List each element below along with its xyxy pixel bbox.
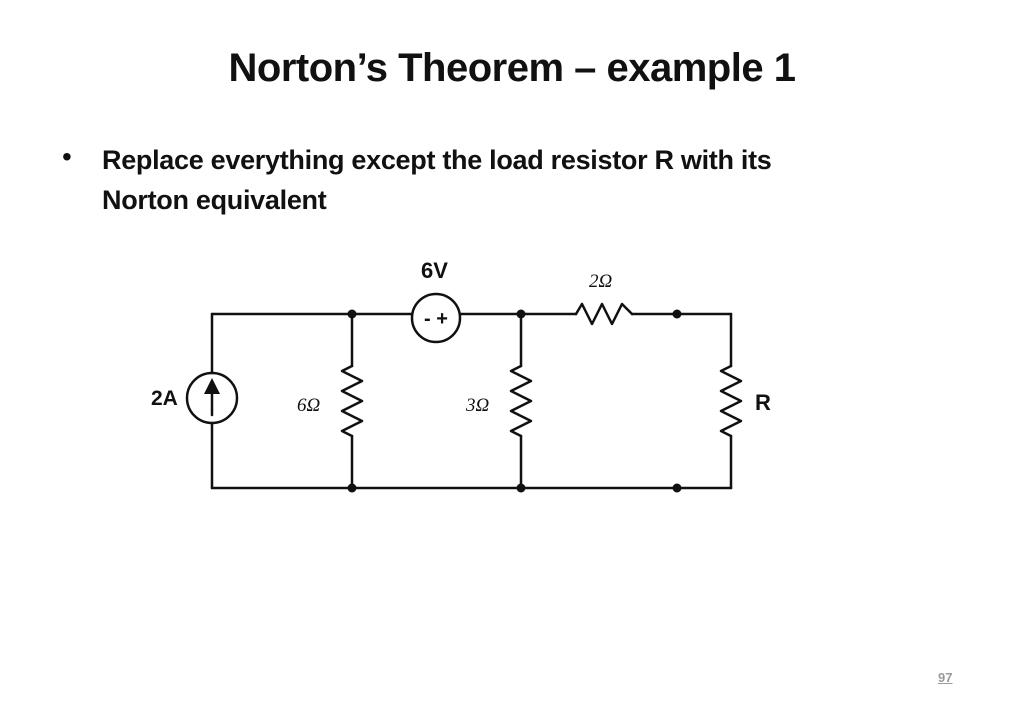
bullet-text-line-2: Norton equivalent	[102, 185, 327, 215]
junction-dot	[516, 309, 526, 319]
bullet-text: Replace everything except the load resis…	[102, 140, 772, 220]
junction-dot	[347, 309, 357, 319]
terminal-dot	[672, 483, 682, 493]
current-source-label: 2A	[151, 387, 178, 410]
page-number: 97	[938, 670, 953, 685]
resistor-2ohm	[574, 302, 634, 326]
resistor-6ohm	[340, 364, 364, 438]
voltage-source-polarity: - +	[424, 308, 448, 330]
resistor-6ohm-label: 6Ω	[297, 395, 321, 416]
bullet-text-line-1: Replace everything except the load resis…	[102, 145, 772, 175]
junction-dot	[516, 483, 526, 493]
load-resistor-label: R	[755, 390, 771, 415]
bullet-marker: •	[62, 141, 72, 172]
voltage-source-label: 6V	[421, 258, 448, 283]
terminal-dot	[672, 309, 682, 319]
resistor-3ohm-label: 3Ω	[465, 395, 490, 416]
slide-title: Norton’s Theorem – example 1	[228, 46, 796, 90]
junction-dot	[347, 483, 357, 493]
current-source-arrow-icon	[204, 378, 220, 394]
bullet-item: • Replace everything except the load res…	[62, 140, 962, 220]
current-source	[185, 371, 239, 425]
resistor-3ohm	[509, 364, 533, 438]
resistor-2ohm-label: 2Ω	[589, 271, 613, 292]
resistor-load	[719, 364, 743, 438]
voltage-source	[410, 292, 462, 344]
